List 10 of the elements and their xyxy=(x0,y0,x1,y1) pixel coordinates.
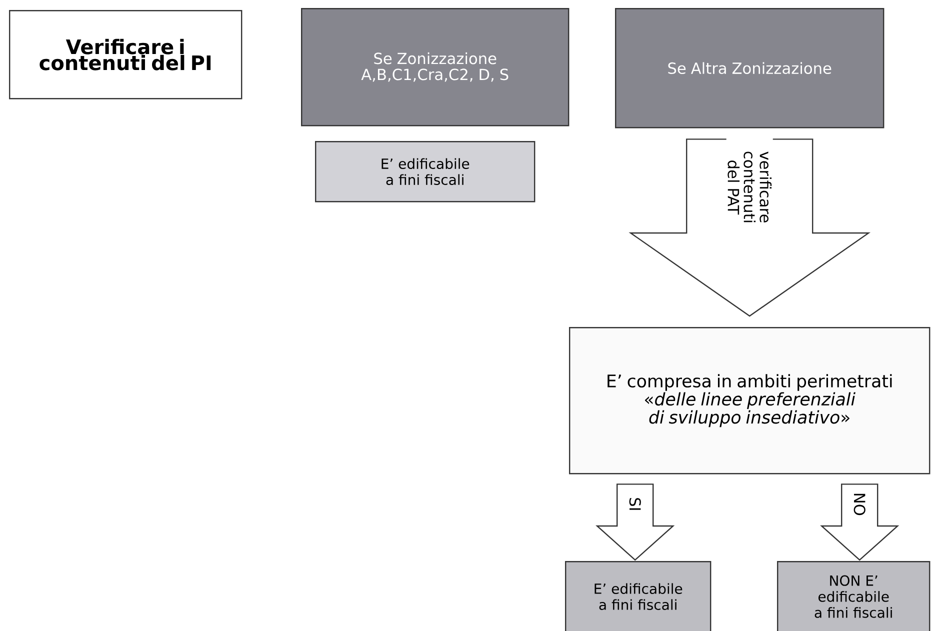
edge-label: SI xyxy=(628,488,642,521)
condition-box: Se Altra Zonizzazione xyxy=(615,8,884,128)
result-box: E’ edificabile a fini fiscali xyxy=(315,141,536,202)
edge-label: verificare contenuti del PAT xyxy=(726,138,773,236)
edge-label: NO xyxy=(852,488,867,521)
process-box: Verificare i contenuti del PI xyxy=(9,10,242,100)
result-box: NON E’ edificabile a fini fiscali xyxy=(777,561,930,631)
question-box: E’ compresa in ambiti perimetrati «delle linee preferenziali di sviluppo insediativo» xyxy=(569,327,930,474)
result-box: E’ edificabile a fini fiscali xyxy=(565,561,712,631)
condition-box: Se Zonizzazione A,B,C1,Cra,C2, D, S xyxy=(301,8,570,126)
